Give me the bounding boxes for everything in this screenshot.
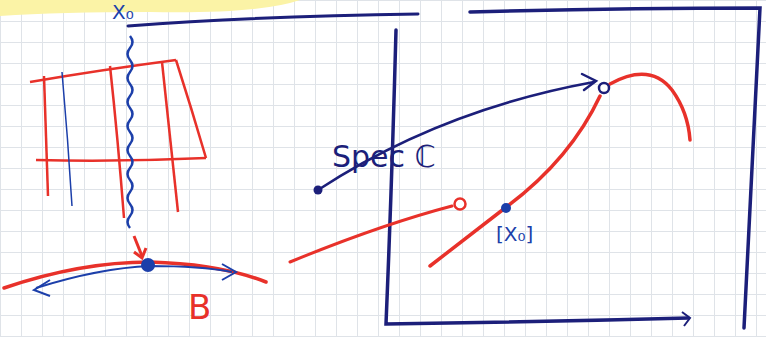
point-label: [X₀] — [496, 224, 533, 244]
arrowhead — [134, 248, 146, 258]
family-image-curve — [430, 96, 600, 266]
spec-label: Spec ℂ — [332, 142, 436, 172]
family-surface — [176, 60, 206, 158]
arrowhead — [582, 74, 596, 90]
map-arrow — [318, 82, 594, 190]
highlight — [0, 0, 300, 16]
central-fiber — [128, 36, 133, 228]
family-image-curve — [610, 74, 690, 140]
fiber — [62, 72, 72, 206]
arrowhead — [34, 280, 50, 296]
arrowhead — [222, 264, 236, 280]
region-corner — [682, 312, 690, 326]
base-point — [141, 258, 155, 272]
fiber — [162, 62, 178, 212]
neighbourhood-curve — [36, 266, 232, 288]
pen-stroke — [128, 14, 418, 26]
open-point — [599, 83, 609, 93]
fiber — [44, 76, 48, 196]
open-point — [455, 199, 466, 210]
base-label: B — [188, 290, 211, 324]
point-x0 — [501, 203, 511, 213]
fiber — [110, 66, 124, 218]
fiber-label: X₀ — [112, 2, 134, 22]
red-line — [290, 206, 452, 262]
family-surface — [36, 158, 206, 161]
family-surface — [30, 60, 176, 82]
region-outline — [470, 8, 760, 328]
